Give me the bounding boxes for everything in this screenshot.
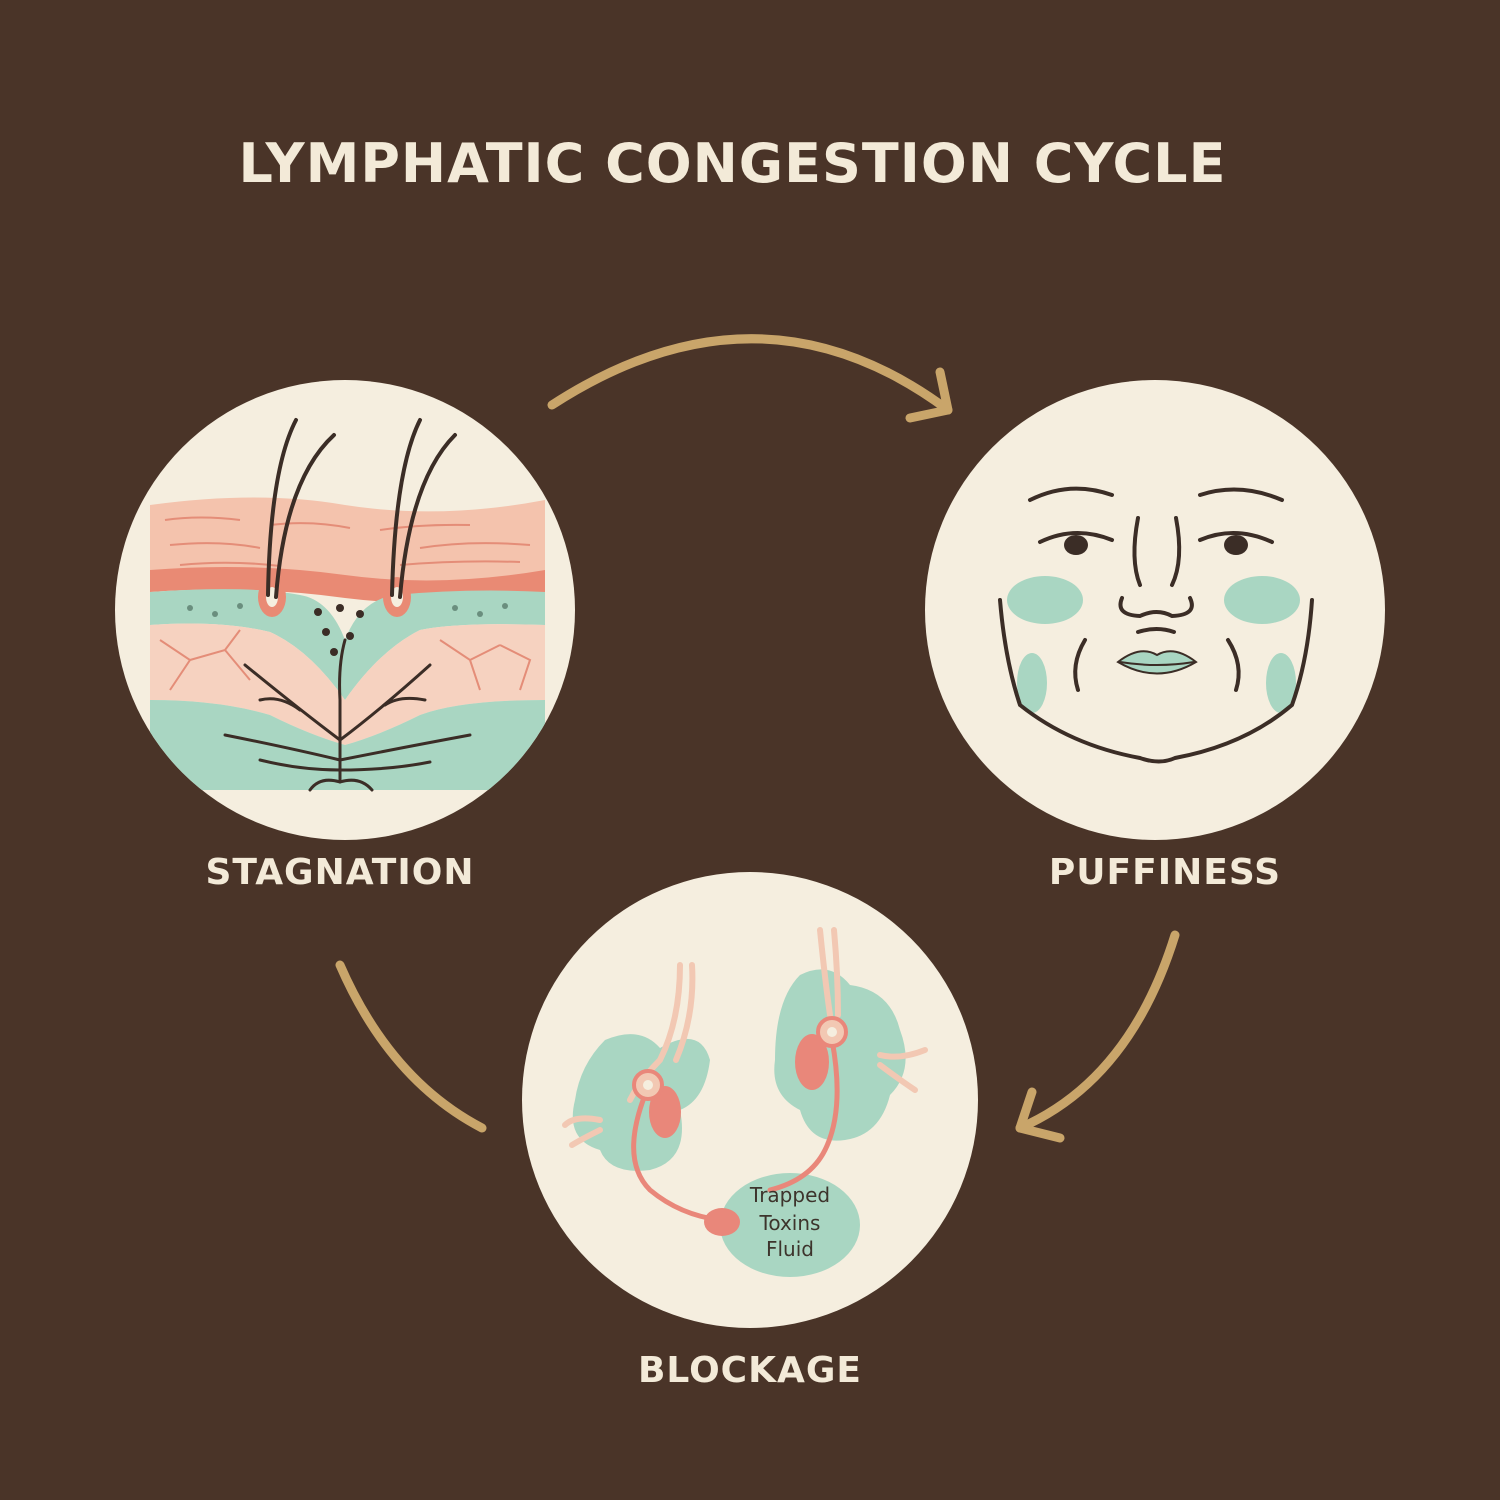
blockage-illustration: Trapped Toxins Fluid <box>522 872 978 1328</box>
cycle-arrow-top <box>547 334 953 423</box>
cycle-arrow-right <box>1015 930 1180 1143</box>
page-title: LYMPHATIC CONGESTION CYCLE <box>238 132 1227 195</box>
stage-label-blockage: BLOCKAGE <box>637 1350 863 1391</box>
stage-label-puffiness: PUFFINESS <box>1048 852 1282 893</box>
blockage-note-line-1: Trapped <box>749 1183 830 1207</box>
stagnation-illustration <box>115 380 575 840</box>
puffiness-illustration <box>925 380 1385 840</box>
cycle-arrow-left <box>335 960 487 1133</box>
blockage-note-line-3: Fluid <box>766 1237 814 1261</box>
blockage-note-line-2: Toxins <box>759 1211 821 1235</box>
stage-label-stagnation: STAGNATION <box>205 852 475 893</box>
